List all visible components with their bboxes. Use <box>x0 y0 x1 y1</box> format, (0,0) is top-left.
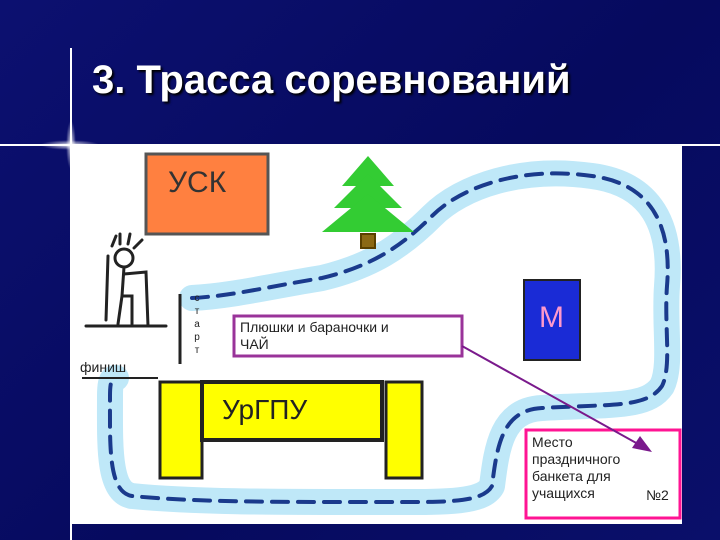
banquet-arrow <box>461 345 639 445</box>
banquet-callout-line: праздничного <box>532 451 621 467</box>
decor-sparkle-horizontal <box>40 140 100 150</box>
decor-vertical-line <box>70 48 72 540</box>
urgpu-right-wing <box>384 380 424 480</box>
banquet-callout-box <box>524 428 682 520</box>
usk-building <box>144 152 270 236</box>
decor-horizontal-line <box>0 144 720 146</box>
slide-title: 3. Трасса соревнований <box>92 58 571 102</box>
start-letter: а <box>194 319 200 330</box>
start-letter: с <box>194 293 200 304</box>
usk-label: УСК <box>168 166 227 199</box>
start-letter: т <box>194 345 200 356</box>
banquet-arrowhead <box>632 436 652 452</box>
tea-callout-text: Плюшки и бараночки и ЧАЙ <box>240 319 389 353</box>
start-letter: т <box>194 306 200 317</box>
m-building <box>523 279 581 361</box>
urgpu-label: УрГПУ <box>222 394 308 425</box>
banquet-number: №2 <box>646 487 669 503</box>
race-track-dashes <box>107 171 670 505</box>
tea-callout-line: Плюшки и бараночки и <box>240 319 389 335</box>
route-map-drawing <box>82 152 682 520</box>
fir-tree-icon <box>322 156 414 249</box>
start-label: с т а р т <box>190 292 204 357</box>
tea-callout-box <box>232 314 464 358</box>
m-label: М <box>539 301 564 334</box>
skier-icon <box>84 232 168 328</box>
banquet-callout-line: учащихся <box>532 485 595 501</box>
start-letter: р <box>194 332 200 343</box>
urgpu-main-building <box>200 380 384 442</box>
banquet-callout-line: банкета для <box>532 468 611 484</box>
banquet-callout-text: Место праздничного банкета для учащихся <box>532 434 620 502</box>
finish-label: финиш <box>80 359 127 375</box>
urgpu-left-wing <box>158 380 204 480</box>
route-map: УСК М УрГПУ финиш с т а р т Плюшки и бар… <box>72 146 682 524</box>
banquet-callout-line: Место <box>532 434 573 450</box>
tea-callout-line: ЧАЙ <box>240 336 269 352</box>
